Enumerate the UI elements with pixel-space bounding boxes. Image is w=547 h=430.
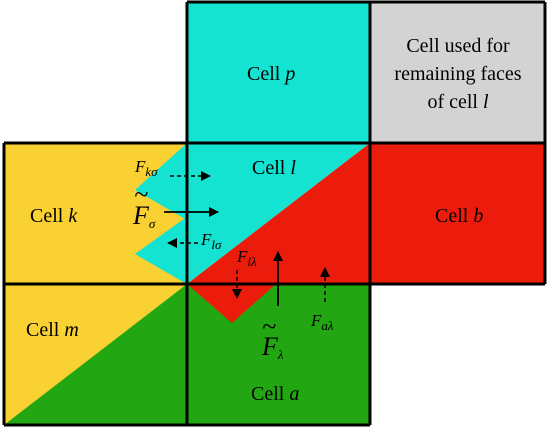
cell-a-label: Cell a xyxy=(251,383,299,405)
cell-l-label: Cell l xyxy=(252,157,296,179)
grey-note-line2: remaining faces xyxy=(394,63,521,85)
flux-l-lambda-label: Flλ xyxy=(236,247,257,269)
flux-sigma-label: Fσ xyxy=(132,201,156,231)
flux-k-sigma-label: Fkσ xyxy=(134,157,158,179)
flux-lambda-label: Fλ xyxy=(261,332,284,362)
cell-k-label: Cell k xyxy=(30,205,78,227)
cell-k-cyan-wedge xyxy=(135,143,238,284)
flux-lambda-tilde: ~ xyxy=(262,312,276,341)
flux-l-sigma-label: Flσ xyxy=(200,230,222,252)
cell-b-label: Cell b xyxy=(435,205,483,227)
cell-m-green-wedge xyxy=(4,284,187,425)
cell-p-fill xyxy=(187,2,370,143)
cell-m-label: Cell m xyxy=(26,319,79,341)
grey-note-line3: of cell l xyxy=(427,91,489,113)
grey-note-line1: Cell used for xyxy=(406,35,510,57)
flux-sigma-tilde: ~ xyxy=(134,180,148,209)
cell-b-fill xyxy=(370,143,545,284)
cell-grey-fill xyxy=(370,2,545,143)
flux-a-lambda-label: Faλ xyxy=(310,311,334,333)
cell-p-label: Cell p xyxy=(247,63,295,85)
